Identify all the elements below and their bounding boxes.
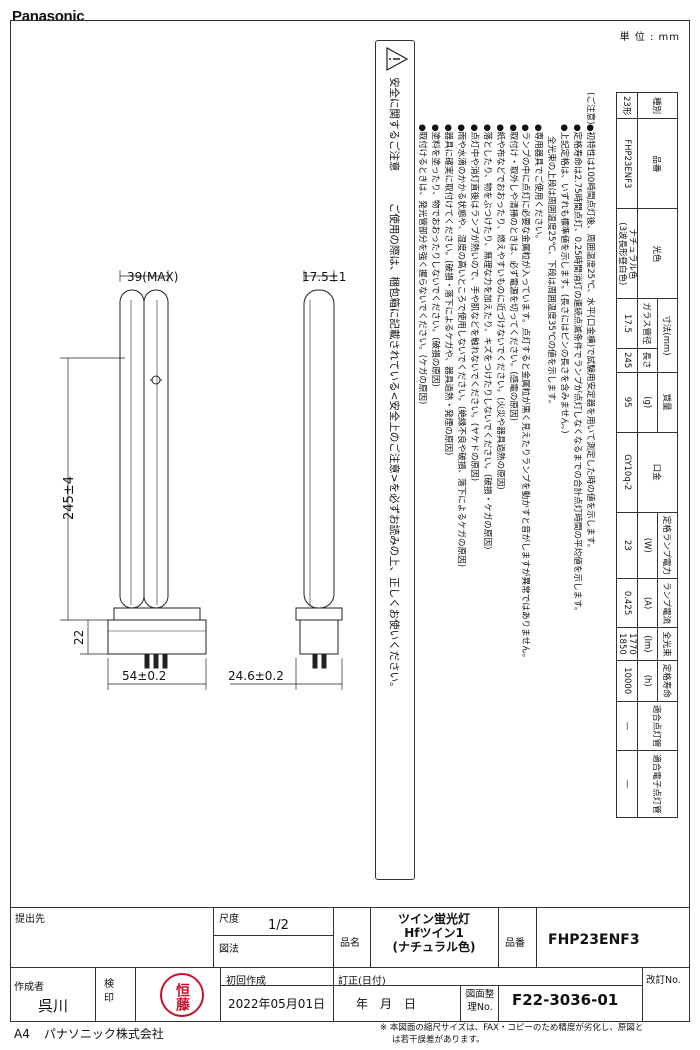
safety-label: 安全に関するご注意 <box>388 77 400 172</box>
first-created-date: 2022年05月01日 <box>228 997 326 1011</box>
note-8: ●紙や布などでおおったり、燃えやすいものに近づけないでください。(火災や器具過熱… <box>494 124 505 490</box>
name-label: 品名 <box>340 938 360 949</box>
safety-body: ご使用の際は、梱包箱に記載されている<安全上のご注意>を必ずお読みの上、正しくお… <box>388 202 400 693</box>
th-ballast: 適合点灯管 <box>637 701 678 751</box>
th-current: ランプ電流 <box>657 578 678 628</box>
td-ballast: — <box>616 701 638 751</box>
td-type: 23形 <box>616 92 638 119</box>
note-13: ●塗料を塗ったり、物でおおったりしないでください。(破損の原因) <box>430 124 441 387</box>
unit-label: 単 位 : mm <box>619 32 680 43</box>
author-name: 呉川 <box>38 997 69 1015</box>
td-color: ナチュラル色 (3波長形昼白色) <box>616 208 638 299</box>
th-color: 光色 <box>637 208 678 299</box>
td-color-2: (3波長形昼白色) <box>617 222 627 286</box>
dim-base-width: 54±0.2 <box>122 669 167 683</box>
safety-box: 安全に関するご注意 ご使用の際は、梱包箱に記載されている<安全上のご注意>を必ず… <box>375 40 415 880</box>
th-type: 種別 <box>637 92 678 119</box>
note-12: ●器具に確実に取付けてください。(破損・落下によるケガや、器具過熱・発煙の原因) <box>443 124 454 456</box>
th-base: 口金 <box>637 432 678 513</box>
dim-side-base-width: 24.6±0.2 <box>228 669 284 683</box>
revision-label: 訂正(日付) <box>338 976 386 987</box>
th-flux-unit: (lm) <box>637 627 658 661</box>
th-part: 品番 <box>637 118 678 209</box>
note-3: ●上記定格は、いずれも標準値を示します。(長さにはピンの長さを含みません。) <box>559 124 570 434</box>
spec-table: 種別 品番 光色 寸法(mm) 質量 口金 定格ランプ電力 ランプ電流 全光束 … <box>616 92 678 818</box>
company-name: パナソニック株式会社 <box>43 1027 164 1041</box>
td-flux-1: 1770 <box>627 633 637 655</box>
th-dims: 寸法(mm) <box>657 298 678 373</box>
note-2: ●定格寿命は2.75時間点灯、0.25時間消灯の連続点滅条件でランプが点灯しなく… <box>572 124 583 616</box>
td-base: GY10q-2 <box>616 432 638 513</box>
paper-size: A4 <box>14 1027 30 1041</box>
td-length: 245 <box>616 348 638 373</box>
author-label: 作成者 <box>14 982 44 993</box>
th-power-unit: (W) <box>637 512 658 579</box>
dim-front-width: 39(MAX) <box>127 270 179 284</box>
scale-label: 尺度 <box>219 914 239 925</box>
tube-right <box>143 289 169 609</box>
spec-area: 種別 品番 光色 寸法(mm) 質量 口金 定格ランプ電力 ランプ電流 全光束 … <box>370 40 680 900</box>
drawing-method-label: 図法 <box>219 944 239 955</box>
th-life-unit: (h) <box>637 660 658 702</box>
td-power: 23 <box>616 512 638 579</box>
fax-note: ※ 本図面の縮尺サイズは、FAX・コピーのため精度が劣化し、原図と は若干誤差が… <box>380 1023 644 1045</box>
tube-left <box>119 289 145 609</box>
rev-no-label: 改訂No. <box>646 975 681 986</box>
note-7: ●取付け・取外しや清掃のときは、必ず電源を切ってください。(感電の原因) <box>507 124 518 422</box>
td-flux: 1770 1850 <box>616 627 638 661</box>
submit-label: 提出先 <box>15 914 45 925</box>
th-length: 長さ <box>637 348 658 373</box>
th-power: 定格ランプ電力 <box>657 512 678 579</box>
note-11: ●雨や水滴のかかる状態や、湿度の高いところで使用しないでください。(絶縁不良や破… <box>455 124 466 568</box>
notes-block: (ご注意)●初特性は100時間点灯後、周囲温度25℃、水平(口金横)で試験用安定… <box>415 92 596 662</box>
th-tube-dia: ガラス管径 <box>637 298 658 349</box>
warning-icon <box>386 47 408 71</box>
th-mass-unit: (g) <box>637 372 658 433</box>
td-color-1: ナチュラル色 <box>627 228 637 280</box>
dwg-label: 図面整理No. <box>465 989 495 1013</box>
td-flux-2: 1850 <box>617 633 627 655</box>
check-label: 検印 <box>104 979 114 1004</box>
th-e-ballast: 適合電子点灯管 <box>637 750 678 818</box>
dwg-number: F22-3036-01 <box>512 991 619 1009</box>
part-label: 品番 <box>505 938 525 949</box>
note-1: (ご注意)●初特性は100時間点灯後、周囲温度25℃、水平(口金横)で試験用安定… <box>585 92 595 553</box>
td-tube-dia: 17.5 <box>616 298 638 349</box>
safety-text: 安全に関するご注意 ご使用の際は、梱包箱に記載されている<安全上のご注意>を必ず… <box>387 77 402 693</box>
product-name: ツイン蛍光灯 Hfツイン1 (ナチュラル色) <box>392 912 476 954</box>
scale-value: 1/2 <box>268 918 289 933</box>
td-e-ballast: — <box>616 750 638 818</box>
revision-date: 年 月 日 <box>356 997 417 1011</box>
title-block <box>10 907 690 1022</box>
th-current-unit: (A) <box>637 578 658 628</box>
note-10: ●点灯中や消灯直後はランプが熱いので、手や肌などを触れないでください。(ヤケドの… <box>468 124 479 482</box>
note-5: ●専用器具でご使用ください。 <box>533 124 544 244</box>
note-9: ●落としたり、物をぶつけたり、無理な力を加えたり、キズをつけたりしないでください… <box>481 124 492 550</box>
note-6: ●ランプの中に点灯に必要な金属粒が入っています。点灯すると金属粒が黒く見えたりラ… <box>520 124 531 663</box>
note-4: 全光束の上段は周囲温度25℃、下段は周囲温度35℃の値を示します。 <box>546 136 557 409</box>
lamp-drawing <box>60 270 343 690</box>
th-flux: 全光束 <box>657 627 678 661</box>
notes-label: (ご注意) <box>585 92 595 125</box>
sheet-footer: A4 パナソニック株式会社 <box>14 1025 164 1042</box>
part-number: FHP23ENF3 <box>548 932 640 948</box>
td-mass: 95 <box>616 372 638 433</box>
first-created-label: 初回作成 <box>226 976 266 987</box>
td-current: 0.425 <box>616 578 638 628</box>
th-life: 定格寿命 <box>657 660 678 702</box>
dim-base-height: 22 <box>72 629 86 645</box>
note-14: ●取付けるときは、発光管部分を強く握らないでください。(ケガの原因) <box>417 124 428 405</box>
dim-length: 245±4 <box>62 476 77 520</box>
dim-side-thickness: 17.5±1 <box>302 270 347 284</box>
td-part: FHP23ENF3 <box>616 118 638 209</box>
td-life: 10000 <box>616 660 638 702</box>
approval-stamp: 恒藤 <box>160 973 204 1017</box>
th-mass: 質量 <box>657 372 678 433</box>
